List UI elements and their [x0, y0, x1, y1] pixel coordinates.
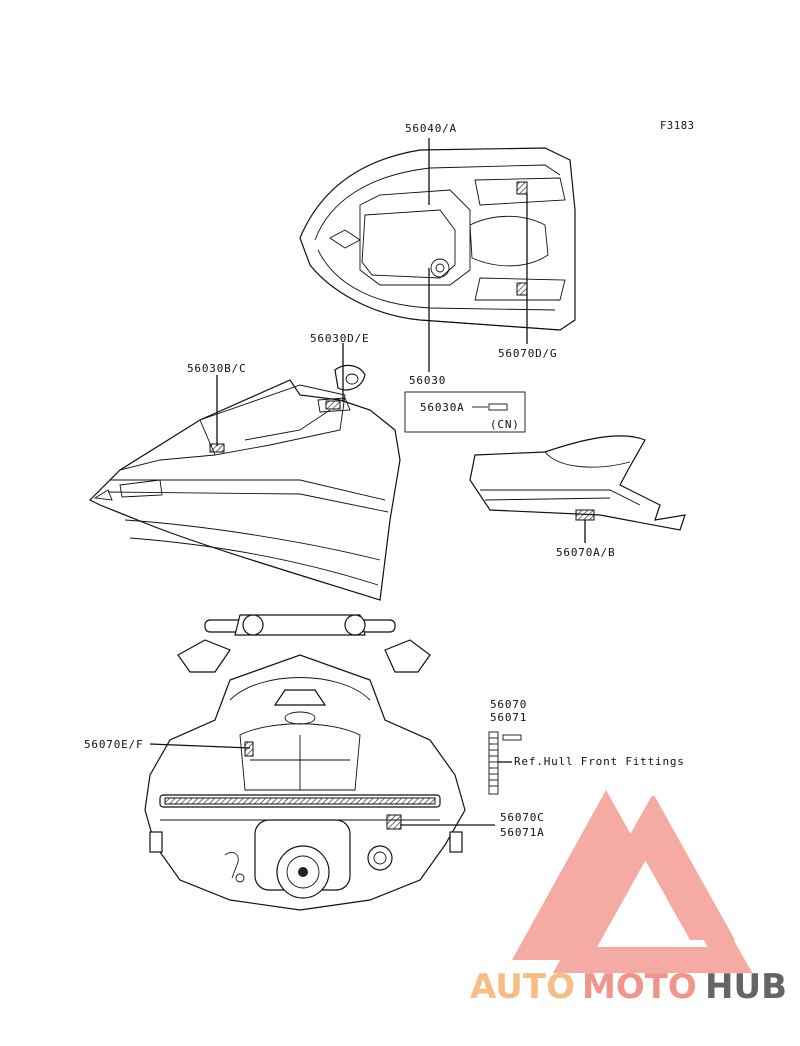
figure-id: F3183: [660, 120, 695, 132]
watermark-logo: AUTO MOTO HUB: [470, 790, 787, 1007]
callout-56030A: 56030A: [420, 401, 465, 414]
hull-side-view: [88, 364, 401, 601]
fitting-strip: [488, 731, 499, 795]
leader-56070EF: [149, 743, 251, 749]
watermark-text-moto: MOTO: [582, 967, 697, 1007]
fitting-hatching: [489, 737, 498, 787]
callout-56030BC: 56030B/C: [187, 362, 246, 375]
callout-56030: 56030: [409, 374, 446, 387]
rear-view: [144, 614, 466, 911]
callout-56030DE: 56030D/E: [310, 332, 369, 345]
callout-56071A: 56071A: [500, 826, 545, 839]
callout-ref-hull: Ref.Hull Front Fittings: [514, 755, 685, 768]
callout-56070C: 56070C: [500, 811, 545, 824]
callout-56070: 56070: [490, 698, 527, 711]
callout-56070AB: 56070A/B: [556, 546, 615, 559]
callout-56070EF: 56070E/F: [84, 738, 143, 751]
rear-detail-view: [469, 435, 686, 531]
deck-top-view: [299, 147, 576, 331]
watermark-triangle-icon: [512, 790, 735, 960]
watermark-text-hub: HUB: [705, 967, 787, 1007]
callout-56040A: 56040/A: [405, 122, 457, 135]
callout-56071: 56071: [490, 711, 527, 724]
watermark-text-auto: AUTO: [470, 967, 575, 1007]
callout-56070DG: 56070D/G: [498, 347, 557, 360]
label-box-56030A: [404, 391, 526, 433]
callout-CN: (CN): [490, 418, 520, 431]
